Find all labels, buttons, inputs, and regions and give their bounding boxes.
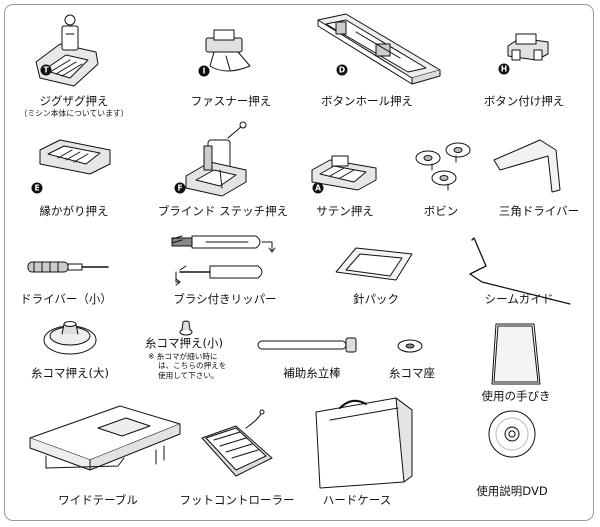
- hard-case-label: ハードケース: [322, 493, 392, 507]
- zigzag-foot-label: ジグザグ押え: [39, 94, 109, 108]
- driver-small-illustration: [27, 261, 109, 273]
- zipper-foot-badge: I: [198, 65, 210, 77]
- manual-illustration: [491, 323, 541, 385]
- blind-stitch-foot-illustration: [185, 121, 247, 197]
- blind-stitch-foot-label: ブラインド ステッチ押え: [157, 204, 289, 218]
- triangle-driver-label: 三角ドライバー: [498, 204, 580, 218]
- seam-guide-illustration: [469, 237, 571, 305]
- overcasting-foot-illustration: [39, 139, 111, 175]
- aux-spool-pin-illustration: [257, 337, 357, 353]
- needle-pack-illustration: [335, 247, 413, 281]
- spool-seat-label: 糸コマ座: [389, 366, 435, 380]
- spool-cap-large-label: 糸コマ押え(大): [31, 366, 109, 380]
- seam-guide-label: シームガイド: [484, 292, 554, 306]
- spool-cap-large-illustration: [43, 321, 97, 355]
- button-sewing-foot-badge: H: [498, 63, 510, 75]
- hard-case-illustration: [315, 397, 413, 489]
- foot-controller-label: フットコントローラー: [179, 493, 295, 507]
- driver-small-label: ドライバー（小）: [20, 292, 112, 306]
- bobbin-label: ボビン: [423, 204, 459, 218]
- wide-table-illustration: [29, 405, 181, 471]
- aux-spool-pin-label: 補助糸立棒: [283, 366, 341, 380]
- dvd-label: 使用説明DVD: [476, 484, 548, 498]
- buttonhole-foot-illustration: [317, 13, 441, 85]
- triangle-driver-illustration: [493, 139, 561, 193]
- zigzag-foot-badge: T: [40, 64, 52, 76]
- satin-foot-illustration: [311, 155, 377, 191]
- button-sewing-foot-illustration: [507, 33, 549, 61]
- zigzag-foot-note: （ミシン本体についています）: [19, 109, 129, 118]
- bobbin-illustration: [415, 142, 471, 191]
- spool-cap-small-label: 糸コマ押え(小): [145, 336, 223, 350]
- spool-seat-illustration: [397, 339, 423, 353]
- needle-pack-label: 針パック: [353, 292, 399, 306]
- satin-foot-label: サテン押え: [316, 204, 374, 218]
- wide-table-label: ワイドテーブル: [58, 493, 138, 507]
- buttonhole-foot-label: ボタンホール押え: [321, 94, 413, 108]
- overcasting-foot-label: 縁かがり押え: [39, 204, 109, 218]
- satin-foot-badge: A: [312, 182, 324, 194]
- dvd-illustration: [488, 410, 536, 458]
- spool-cap-small-note: ※ 糸コマが細い時に は、こちらの押えを 使用して下さい。: [148, 352, 227, 380]
- blind-stitch-foot-badge: F: [174, 182, 186, 194]
- spool-cap-small-illustration: [179, 320, 193, 336]
- brush-ripper-label: ブラシ付きリッパー: [173, 292, 277, 306]
- manual-label: 使用の手びき: [481, 389, 551, 403]
- foot-controller-illustration: [201, 409, 273, 477]
- button-sewing-foot-label: ボタン付け押え: [483, 94, 565, 108]
- zigzag-foot-illustration: [35, 14, 99, 87]
- zipper-foot-illustration: [205, 29, 251, 72]
- buttonhole-foot-badge: D: [336, 64, 348, 76]
- zipper-foot-label: ファスナー押え: [190, 94, 272, 108]
- overcasting-foot-badge: E: [31, 182, 43, 194]
- brush-ripper-illustration: [171, 235, 276, 286]
